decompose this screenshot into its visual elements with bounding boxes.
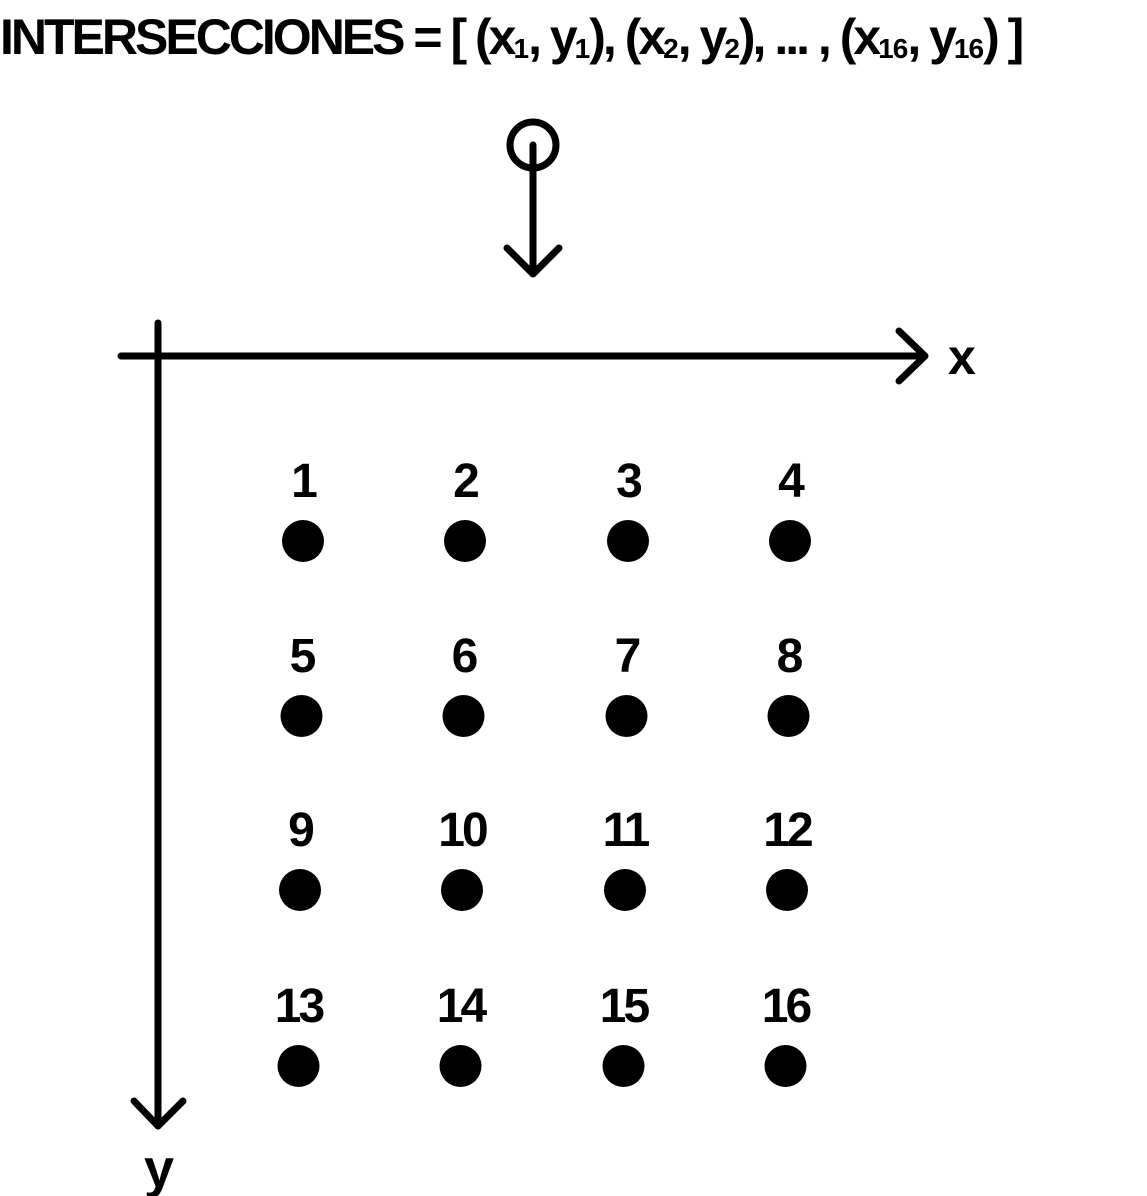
point-label: 6 bbox=[452, 630, 477, 683]
intersection-point: 11 bbox=[603, 804, 653, 911]
pair-2-mid: , y bbox=[677, 9, 728, 65]
pair-1-open: (x bbox=[475, 9, 517, 65]
x-axis bbox=[117, 327, 929, 385]
intersection-point: 3 bbox=[607, 455, 649, 562]
intersection-point: 14 bbox=[437, 980, 491, 1087]
point-dot bbox=[769, 520, 811, 562]
point-dot bbox=[279, 869, 321, 911]
point-label: 10 bbox=[438, 804, 487, 857]
y-axis bbox=[130, 319, 187, 1130]
point-label: 3 bbox=[616, 455, 641, 508]
intersection-point: 15 bbox=[600, 980, 653, 1087]
point-dot bbox=[282, 520, 324, 562]
point-label: 15 bbox=[600, 980, 650, 1033]
pair-2-sub-y: 2 bbox=[724, 33, 740, 64]
x-axis-label: x bbox=[948, 329, 976, 385]
pair-16-sub-y: 16 bbox=[953, 33, 984, 64]
intersection-point: 5 bbox=[280, 630, 323, 737]
pair-1: (x1, y1), bbox=[475, 9, 625, 65]
pair-16-sub-x: 16 bbox=[878, 33, 908, 64]
intersection-point: 7 bbox=[605, 630, 648, 737]
start-arrow-head bbox=[503, 244, 563, 278]
pair-1-mid: , y bbox=[528, 9, 578, 65]
point-label: 13 bbox=[275, 980, 324, 1033]
point-label: 4 bbox=[778, 455, 805, 508]
y-axis-arrowhead bbox=[130, 1097, 187, 1130]
intersection-point: 4 bbox=[769, 455, 811, 562]
intersection-point: 8 bbox=[767, 630, 810, 737]
point-label: 12 bbox=[763, 804, 812, 857]
pair-1-sub-x: 1 bbox=[513, 33, 530, 64]
point-label: 8 bbox=[777, 630, 803, 683]
pair-16-open: (x bbox=[839, 9, 882, 65]
point-dot bbox=[442, 695, 485, 737]
intersection-point: 1 bbox=[282, 455, 324, 562]
pair-2-open: (x bbox=[624, 9, 667, 65]
point-dot bbox=[602, 1045, 645, 1087]
intersection-point: 6 bbox=[442, 630, 485, 737]
intersection-point: 10 bbox=[438, 804, 490, 911]
point-dot bbox=[280, 695, 323, 737]
point-dot bbox=[441, 869, 483, 911]
point-label: 5 bbox=[290, 630, 316, 683]
point-dot bbox=[764, 1045, 807, 1087]
point-dot bbox=[439, 1045, 482, 1087]
point-label: 1 bbox=[291, 455, 317, 508]
pair-1-close: ), bbox=[589, 9, 625, 65]
point-label: 7 bbox=[615, 630, 640, 683]
circle-with-arrow-down-icon bbox=[503, 118, 563, 278]
intersection-point: 2 bbox=[444, 455, 486, 562]
formula-title: INTERSECCIONES = [ (x1, y1), (x2, y2), .… bbox=[0, 2, 1147, 72]
x-axis-arrowhead bbox=[895, 327, 929, 385]
point-label: 16 bbox=[762, 980, 811, 1033]
intersection-point: 12 bbox=[763, 804, 815, 911]
point-dot bbox=[444, 520, 486, 562]
title-prefix: INTERSECCIONES = [ bbox=[0, 9, 476, 65]
point-dot bbox=[766, 869, 808, 911]
point-dot bbox=[277, 1045, 320, 1087]
intersection-point: 13 bbox=[275, 980, 327, 1087]
point-dot bbox=[605, 695, 648, 737]
point-label: 14 bbox=[437, 980, 488, 1033]
point-dot bbox=[607, 520, 649, 562]
pair-1-sub-y: 1 bbox=[574, 33, 591, 64]
pair-16-mid: , y bbox=[907, 9, 957, 65]
pair-16-close: ) ] bbox=[983, 9, 1024, 65]
pair-2-close: ), ... , bbox=[738, 9, 840, 65]
intersection-point: 16 bbox=[762, 980, 814, 1087]
pair-2: (x2, y2), ... , bbox=[625, 9, 840, 65]
intersection-point: 9 bbox=[279, 804, 321, 911]
point-dot bbox=[767, 695, 810, 737]
pair-16: (x16, y16) ] bbox=[839, 9, 1025, 65]
point-label: 9 bbox=[288, 804, 313, 857]
point-label: 2 bbox=[453, 455, 478, 508]
pair-2-sub-x: 2 bbox=[663, 33, 679, 64]
point-label: 11 bbox=[603, 804, 650, 857]
y-axis-label: y bbox=[144, 1139, 174, 1196]
point-dot bbox=[604, 869, 646, 911]
